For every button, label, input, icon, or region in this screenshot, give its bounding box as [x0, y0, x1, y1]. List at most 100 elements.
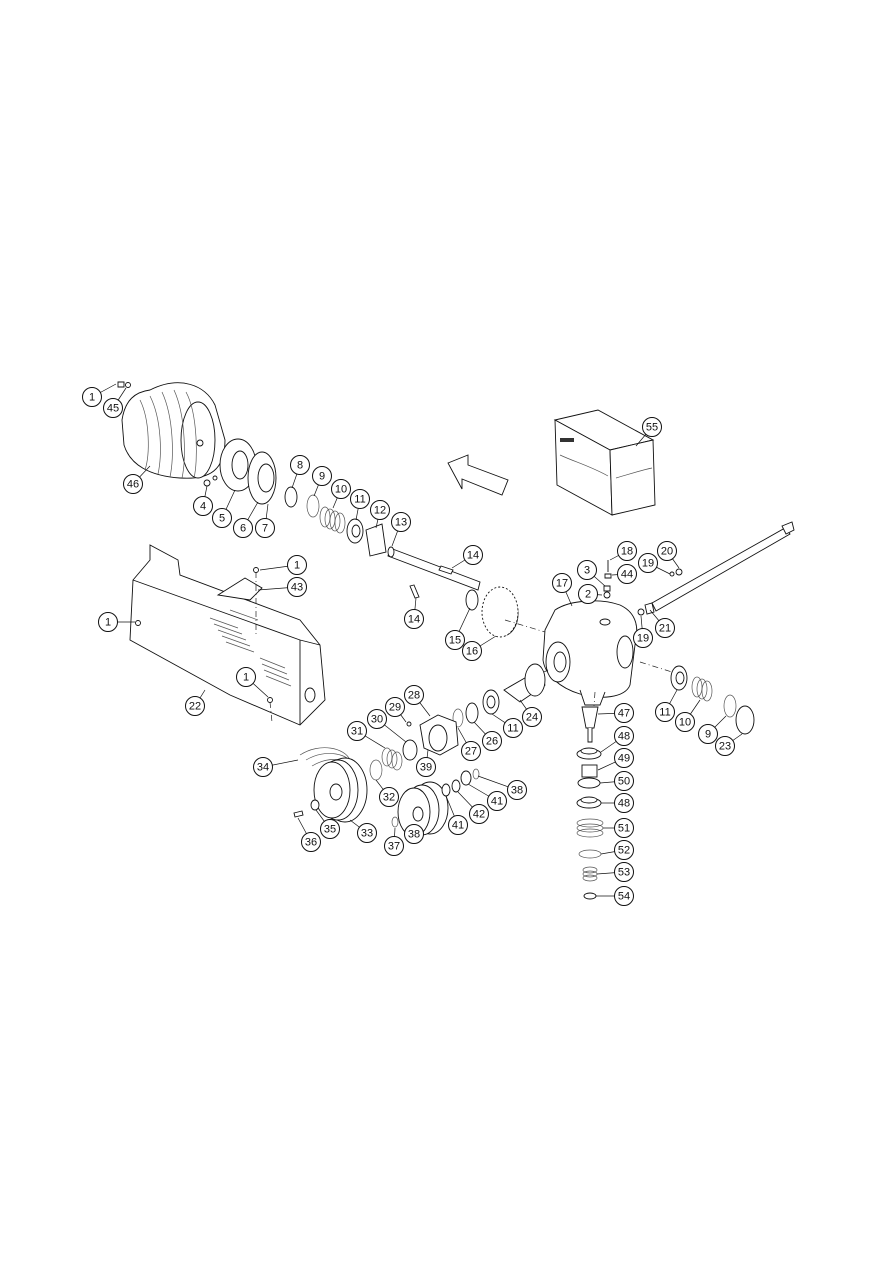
part-callout-4: 4 [193, 496, 213, 516]
callout-number: 36 [305, 837, 317, 849]
callout-circle [614, 793, 634, 813]
callout-number: 41 [452, 820, 464, 832]
callout-circle [448, 815, 468, 835]
pulley-assembly [293, 747, 480, 837]
callout-circle [391, 512, 411, 532]
part-callout-53: 53 [614, 862, 634, 882]
part-callout-41: 41 [487, 791, 507, 811]
part-callout-1: 1 [82, 387, 102, 407]
part-callout-31: 31 [347, 721, 367, 741]
callout-number: 42 [473, 809, 485, 821]
callout-circle [487, 791, 507, 811]
callout-circle [290, 455, 310, 475]
callout-circle [469, 804, 489, 824]
callout-circle [655, 702, 675, 722]
callout-circle [614, 862, 634, 882]
callout-number: 11 [354, 494, 365, 506]
callout-number: 9 [319, 471, 325, 483]
part-callout-29: 29 [385, 697, 405, 717]
callout-number: 39 [420, 762, 432, 774]
callout-circle [255, 518, 275, 538]
callout-circle [578, 584, 598, 604]
callout-circle [287, 577, 307, 597]
part-callout-39: 39 [416, 757, 436, 777]
callout-circle [577, 560, 597, 580]
part-callout-27: 27 [461, 741, 481, 761]
callout-number: 50 [618, 776, 630, 788]
callout-number: 16 [466, 646, 478, 658]
callout-number: 8 [297, 460, 303, 472]
callout-circle [404, 685, 424, 705]
callout-number: 14 [408, 614, 420, 626]
part-callout-26: 26 [482, 731, 502, 751]
part-callout-48: 48 [614, 793, 634, 813]
callout-circle [503, 718, 523, 738]
callout-circle [384, 836, 404, 856]
callout-number: 1 [89, 392, 95, 404]
callout-circle [98, 612, 118, 632]
part-callout-44: 44 [617, 564, 637, 584]
callout-circle [614, 818, 634, 838]
callout-circle [482, 731, 502, 751]
vertical-gear-stack [576, 706, 604, 900]
part-callout-33: 33 [357, 823, 377, 843]
callout-number: 33 [361, 828, 373, 840]
part-callout-41: 41 [448, 815, 468, 835]
part-callout-46: 46 [123, 474, 143, 494]
callout-circle [301, 832, 321, 852]
part-callout-19: 19 [633, 628, 653, 648]
part-callout-23: 23 [715, 736, 735, 756]
callout-circle [614, 771, 634, 791]
kit-box [553, 409, 656, 516]
part-callout-22: 22 [185, 696, 205, 716]
part-callout-1: 1 [287, 555, 307, 575]
part-callout-17: 17 [552, 573, 572, 593]
part-callout-2: 2 [578, 584, 598, 604]
callout-circle [385, 697, 405, 717]
callout-circle [655, 618, 675, 638]
callout-circle [642, 417, 662, 437]
callout-number: 6 [240, 523, 246, 535]
callout-number: 26 [486, 736, 498, 748]
callout-circle [357, 823, 377, 843]
part-callout-34: 34 [253, 757, 273, 777]
callout-circle [715, 736, 735, 756]
callout-number: 35 [324, 824, 336, 836]
part-callout-28: 28 [404, 685, 424, 705]
callout-circle [370, 500, 390, 520]
callout-circle [657, 541, 677, 561]
callout-number: 30 [371, 714, 383, 726]
callout-circle [320, 819, 340, 839]
callout-number: 28 [408, 690, 420, 702]
part-callout-18: 18 [617, 541, 637, 561]
right-side-parts [670, 665, 755, 735]
callout-number: 53 [618, 867, 630, 879]
callout-number: 4 [200, 501, 206, 513]
callout-number: 7 [262, 523, 268, 535]
part-callout-20: 20 [657, 541, 677, 561]
part-callout-11: 11 [503, 718, 523, 738]
callout-number: 52 [618, 845, 630, 857]
callout-number: 55 [646, 422, 658, 434]
callout-number: 2 [585, 589, 591, 601]
part-callout-16: 16 [462, 641, 482, 661]
callout-number: 45 [107, 403, 119, 415]
part-callout-36: 36 [301, 832, 321, 852]
part-callout-21: 21 [655, 618, 675, 638]
callout-number: 10 [679, 717, 691, 729]
part-callout-45: 45 [103, 398, 123, 418]
callout-number: 1 [105, 617, 111, 629]
callout-number: 38 [408, 829, 420, 841]
callout-number: 41 [491, 796, 503, 808]
part-callout-42: 42 [469, 804, 489, 824]
callout-number: 20 [661, 546, 673, 558]
callout-circle [617, 541, 637, 561]
callout-number: 37 [388, 841, 400, 853]
callout-circle [507, 780, 527, 800]
callout-circle [312, 466, 332, 486]
part-callout-14: 14 [463, 545, 483, 565]
callout-number: 32 [383, 792, 395, 804]
part-callout-1: 1 [98, 612, 118, 632]
part-callout-1: 1 [236, 667, 256, 687]
part-callout-19: 19 [638, 553, 658, 573]
